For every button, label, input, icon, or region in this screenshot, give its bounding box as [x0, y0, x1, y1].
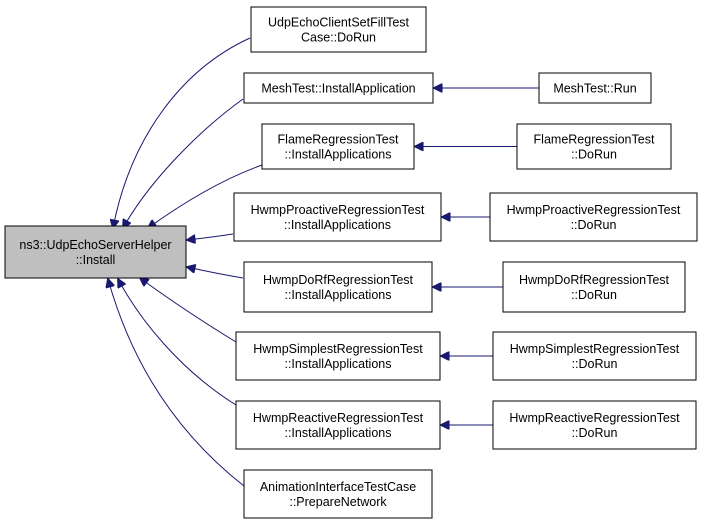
node-flame[interactable]: FlameRegressionTest::InstallApplications [261, 123, 415, 170]
node-label-line: HwmpDoRfRegressionTest [263, 273, 414, 287]
node-label-line: FlameRegressionTest [534, 133, 655, 147]
node-reactiverun[interactable]: HwmpReactiveRegressionTest::DoRun [492, 400, 697, 450]
node-box [250, 6, 427, 53]
node-box [235, 400, 441, 450]
node-label-line: ::InstallApplications [284, 357, 391, 371]
node-box [4, 225, 187, 279]
node-label-line: ::DoRun [571, 288, 617, 302]
node-mesh[interactable]: MeshTest::InstallApplication [243, 72, 434, 104]
node-root[interactable]: ns3::UdpEchoServerHelper::Install [4, 225, 187, 279]
node-box [261, 123, 415, 170]
node-box [243, 261, 433, 313]
node-dorf[interactable]: HwmpDoRfRegressionTest::InstallApplicati… [243, 261, 433, 313]
node-label-line: HwmpReactiveRegressionTest [509, 411, 680, 425]
node-meshrun[interactable]: MeshTest::Run [538, 72, 652, 104]
node-label-line: HwmpReactiveRegressionTest [253, 411, 424, 425]
node-label-line: ::PrepareNetwork [289, 495, 387, 509]
node-label-line: ns3::UdpEchoServerHelper [19, 238, 171, 252]
node-box [489, 192, 698, 242]
edge-reactive-to-root [118, 279, 237, 406]
node-label-line: HwmpSimplestRegressionTest [510, 342, 680, 356]
node-animation[interactable]: AnimationInterfaceTestCase::PrepareNetwo… [243, 469, 433, 519]
node-label-line: ::InstallApplications [284, 148, 391, 162]
node-reactive[interactable]: HwmpReactiveRegressionTest::InstallAppli… [235, 400, 441, 450]
edge-mesh-to-root [123, 98, 244, 228]
node-label-line: HwmpSimplestRegressionTest [253, 342, 423, 356]
node-label-line: Case::DoRun [301, 31, 376, 45]
node-label-line: ::DoRun [571, 218, 617, 232]
node-box [538, 72, 652, 104]
node-label-line: FlameRegressionTest [278, 133, 399, 147]
node-simplestrun[interactable]: HwmpSimplestRegressionTest::DoRun [492, 331, 697, 381]
node-label-line: ::InstallApplications [284, 218, 391, 232]
edge-simplest-to-root [140, 278, 237, 343]
node-label-line: UdpEchoClientSetFillTest [268, 16, 410, 30]
node-simplest[interactable]: HwmpSimplestRegressionTest::InstallAppli… [235, 331, 441, 381]
node-label-line: ::InstallApplications [284, 426, 391, 440]
node-proactiverun[interactable]: HwmpProactiveRegressionTest::DoRun [489, 192, 698, 242]
node-label-line: HwmpProactiveRegressionTest [251, 203, 425, 217]
node-label-line: ::DoRun [572, 357, 618, 371]
node-label-line: ::Install [76, 253, 116, 267]
node-label-line: ::InstallApplications [284, 288, 391, 302]
node-box [243, 72, 434, 104]
node-dorfrun[interactable]: HwmpDoRfRegressionTest::DoRun [502, 261, 686, 313]
node-label-line: MeshTest::InstallApplication [261, 82, 415, 96]
node-box [233, 192, 442, 242]
edge-dorf-to-root [187, 267, 244, 279]
node-box [502, 261, 686, 313]
node-box [492, 400, 697, 450]
edge-udpecho-to-root [113, 37, 251, 228]
node-proactive[interactable]: HwmpProactiveRegressionTest::InstallAppl… [233, 192, 442, 242]
node-label-line: HwmpProactiveRegressionTest [507, 203, 681, 217]
node-box [243, 469, 433, 519]
edge-flame-to-root [148, 164, 263, 228]
node-label-line: ::DoRun [571, 148, 617, 162]
edges-layer [108, 37, 539, 487]
edge-proactive-to-root [187, 233, 234, 240]
node-flamerun[interactable]: FlameRegressionTest::DoRun [516, 123, 672, 170]
node-box [235, 331, 441, 381]
node-label-line: MeshTest::Run [553, 82, 636, 96]
nodes-layer: ns3::UdpEchoServerHelper::Install UdpEcho… [4, 6, 698, 519]
edge-animation-to-root [108, 279, 245, 487]
node-label-line: ::DoRun [572, 426, 618, 440]
node-box [492, 331, 697, 381]
node-box [516, 123, 672, 170]
node-label-line: HwmpDoRfRegressionTest [519, 273, 670, 287]
node-label-line: AnimationInterfaceTestCase [260, 480, 416, 494]
